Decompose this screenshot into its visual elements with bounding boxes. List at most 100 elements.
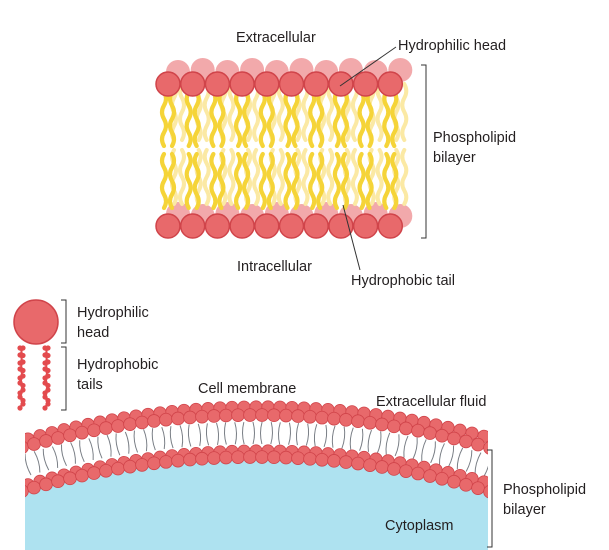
phospholipid-head-icon (123, 459, 137, 474)
phospholipid-tail-icon (202, 148, 211, 206)
phospholipid-head-icon (447, 474, 461, 489)
phospholipid-tail-icon (25, 453, 32, 476)
phospholipid-head-icon (363, 415, 377, 430)
phospholipid-tail-icon (234, 422, 237, 445)
extracellular-label: Extracellular (236, 30, 316, 46)
phospholipid-head-icon (303, 452, 317, 466)
phospholipid-tail-icon (316, 151, 325, 211)
phospholipid-tail-icon (217, 89, 226, 149)
bilayer-bracket-top (421, 64, 427, 239)
phospholipid-head-icon (207, 451, 221, 465)
phospholipid-head-icon (423, 469, 437, 483)
phospholipid-tail-icon (133, 430, 139, 453)
phospholipid-head-icon (63, 471, 77, 486)
phospholipid-tail-icon (234, 151, 243, 211)
phospholipid-tail-icon (474, 452, 482, 474)
phospholipid-tail-icon (202, 82, 211, 142)
phospholipid-tail-icon (184, 151, 193, 211)
phospholipid-head-icon (111, 461, 125, 476)
phospholipid-head-icon (159, 412, 173, 427)
phospholipid-tail-icon (385, 432, 391, 455)
phospholipid-head-icon (10, 436, 22, 448)
phospholipid-head-icon (303, 213, 329, 239)
phospholipid-head-icon (195, 409, 209, 424)
phospholipid-tail-icon (394, 434, 400, 457)
phospholipid-tail-icon (217, 151, 226, 211)
phospholipid-tail-icon (331, 425, 336, 448)
phospholipid-head-icon (471, 437, 485, 452)
phospholipid-head-icon (27, 480, 41, 495)
phospholipid-tail-icon (20, 401, 26, 407)
phospholipid-head-icon (351, 414, 365, 429)
phospholipid-tail-icon (447, 445, 455, 468)
phospholipid-head-icon (483, 485, 488, 499)
phospholipid-tail-icon (258, 89, 267, 149)
phospholipid-molecule-legend (13, 299, 67, 411)
phospholipid-tail-icon (502, 461, 509, 482)
phospholipid-head-icon (435, 428, 449, 443)
phospholipid-tail-icon (456, 447, 464, 470)
curved-cell-membrane (4, 400, 514, 550)
phospholipid-tail-icon (382, 151, 391, 211)
phospholipid-head-icon (4, 488, 17, 501)
phospholipid-tail-icon (301, 148, 310, 206)
phospholipid-tail-icon (252, 148, 261, 206)
phospholipid-tail-icon (70, 442, 76, 464)
phospholipid-head-icon (387, 419, 401, 434)
phospholipid-tail-icon (60, 444, 67, 467)
phospholipid-tail-icon (365, 89, 374, 149)
phospholipid-tail-icon (301, 82, 310, 142)
phospholipid-tail-icon (161, 426, 166, 450)
phospholipid-tail-icon (283, 89, 292, 149)
phospholipid-tail-icon (483, 465, 488, 477)
phospholipid-head-icon (243, 450, 257, 464)
phospholipid-head-icon (435, 471, 449, 486)
phospholipid-tail-icon (313, 424, 318, 447)
phospholipid-head-icon (502, 437, 514, 449)
phospholipid-head-icon (183, 410, 197, 425)
phospholipid-head-icon (315, 452, 329, 467)
phospholipid-head-icon (229, 213, 255, 239)
phospholipid-tail-icon (305, 423, 310, 446)
phospholipid-head-icon (459, 434, 473, 449)
phospholipid-head-icon (327, 411, 341, 426)
phospholipid-tail-icon (51, 446, 59, 468)
phospholipid-head-icon (171, 453, 185, 468)
phospholipid-head-icon (254, 213, 280, 239)
phospholipid-tail-icon (493, 458, 499, 479)
phospholipid-tail-icon (350, 148, 359, 206)
phospholipid-head-icon (4, 444, 17, 457)
phospholipid-head-icon (75, 425, 89, 440)
phospholipid-tail-icon (17, 405, 23, 411)
legend-tails-bracket (61, 346, 67, 411)
phospholipid-tail-icon (216, 422, 220, 445)
phospholipid-head-icon (375, 417, 389, 432)
phospholipid-tail-icon (390, 89, 399, 149)
phospholipid-tail-icon (375, 82, 384, 142)
phospholipid-head-icon (135, 415, 149, 430)
phospholipid-tail-icon (278, 422, 281, 445)
phospholipid-tail-icon (124, 431, 130, 454)
hydrophilic-head-leader-line (339, 46, 397, 87)
phospholipid-tail-icon (341, 426, 346, 449)
phospholipid-tail-icon (349, 427, 354, 450)
phospholipid-head-icon (51, 474, 65, 489)
phospholipid-tail-icon (192, 151, 201, 211)
phospholipid-head-icon (267, 450, 281, 465)
phospholipid-head-icon (267, 408, 281, 423)
phospholipid-tail-icon (42, 405, 48, 411)
phospholipid-head-icon (352, 71, 379, 97)
phospholipid-head-icon (10, 482, 22, 494)
phospholipid-head-icon (255, 408, 269, 422)
phospholipid-tail-icon (192, 89, 201, 149)
cytoplasm-region (25, 453, 488, 550)
phospholipid-tail-icon (266, 151, 275, 211)
phospholipid-tail-icon (97, 436, 103, 459)
phospholipid-tail-icon (266, 89, 275, 149)
phospholipid-tail-icon (412, 437, 418, 460)
phospholipid-head-icon (243, 408, 257, 422)
phospholipid-tail-icon (234, 89, 243, 149)
phospholipid-head-icon (179, 71, 206, 97)
phospholipid-head-icon (99, 463, 113, 478)
phospholipid-head-icon (204, 213, 231, 239)
